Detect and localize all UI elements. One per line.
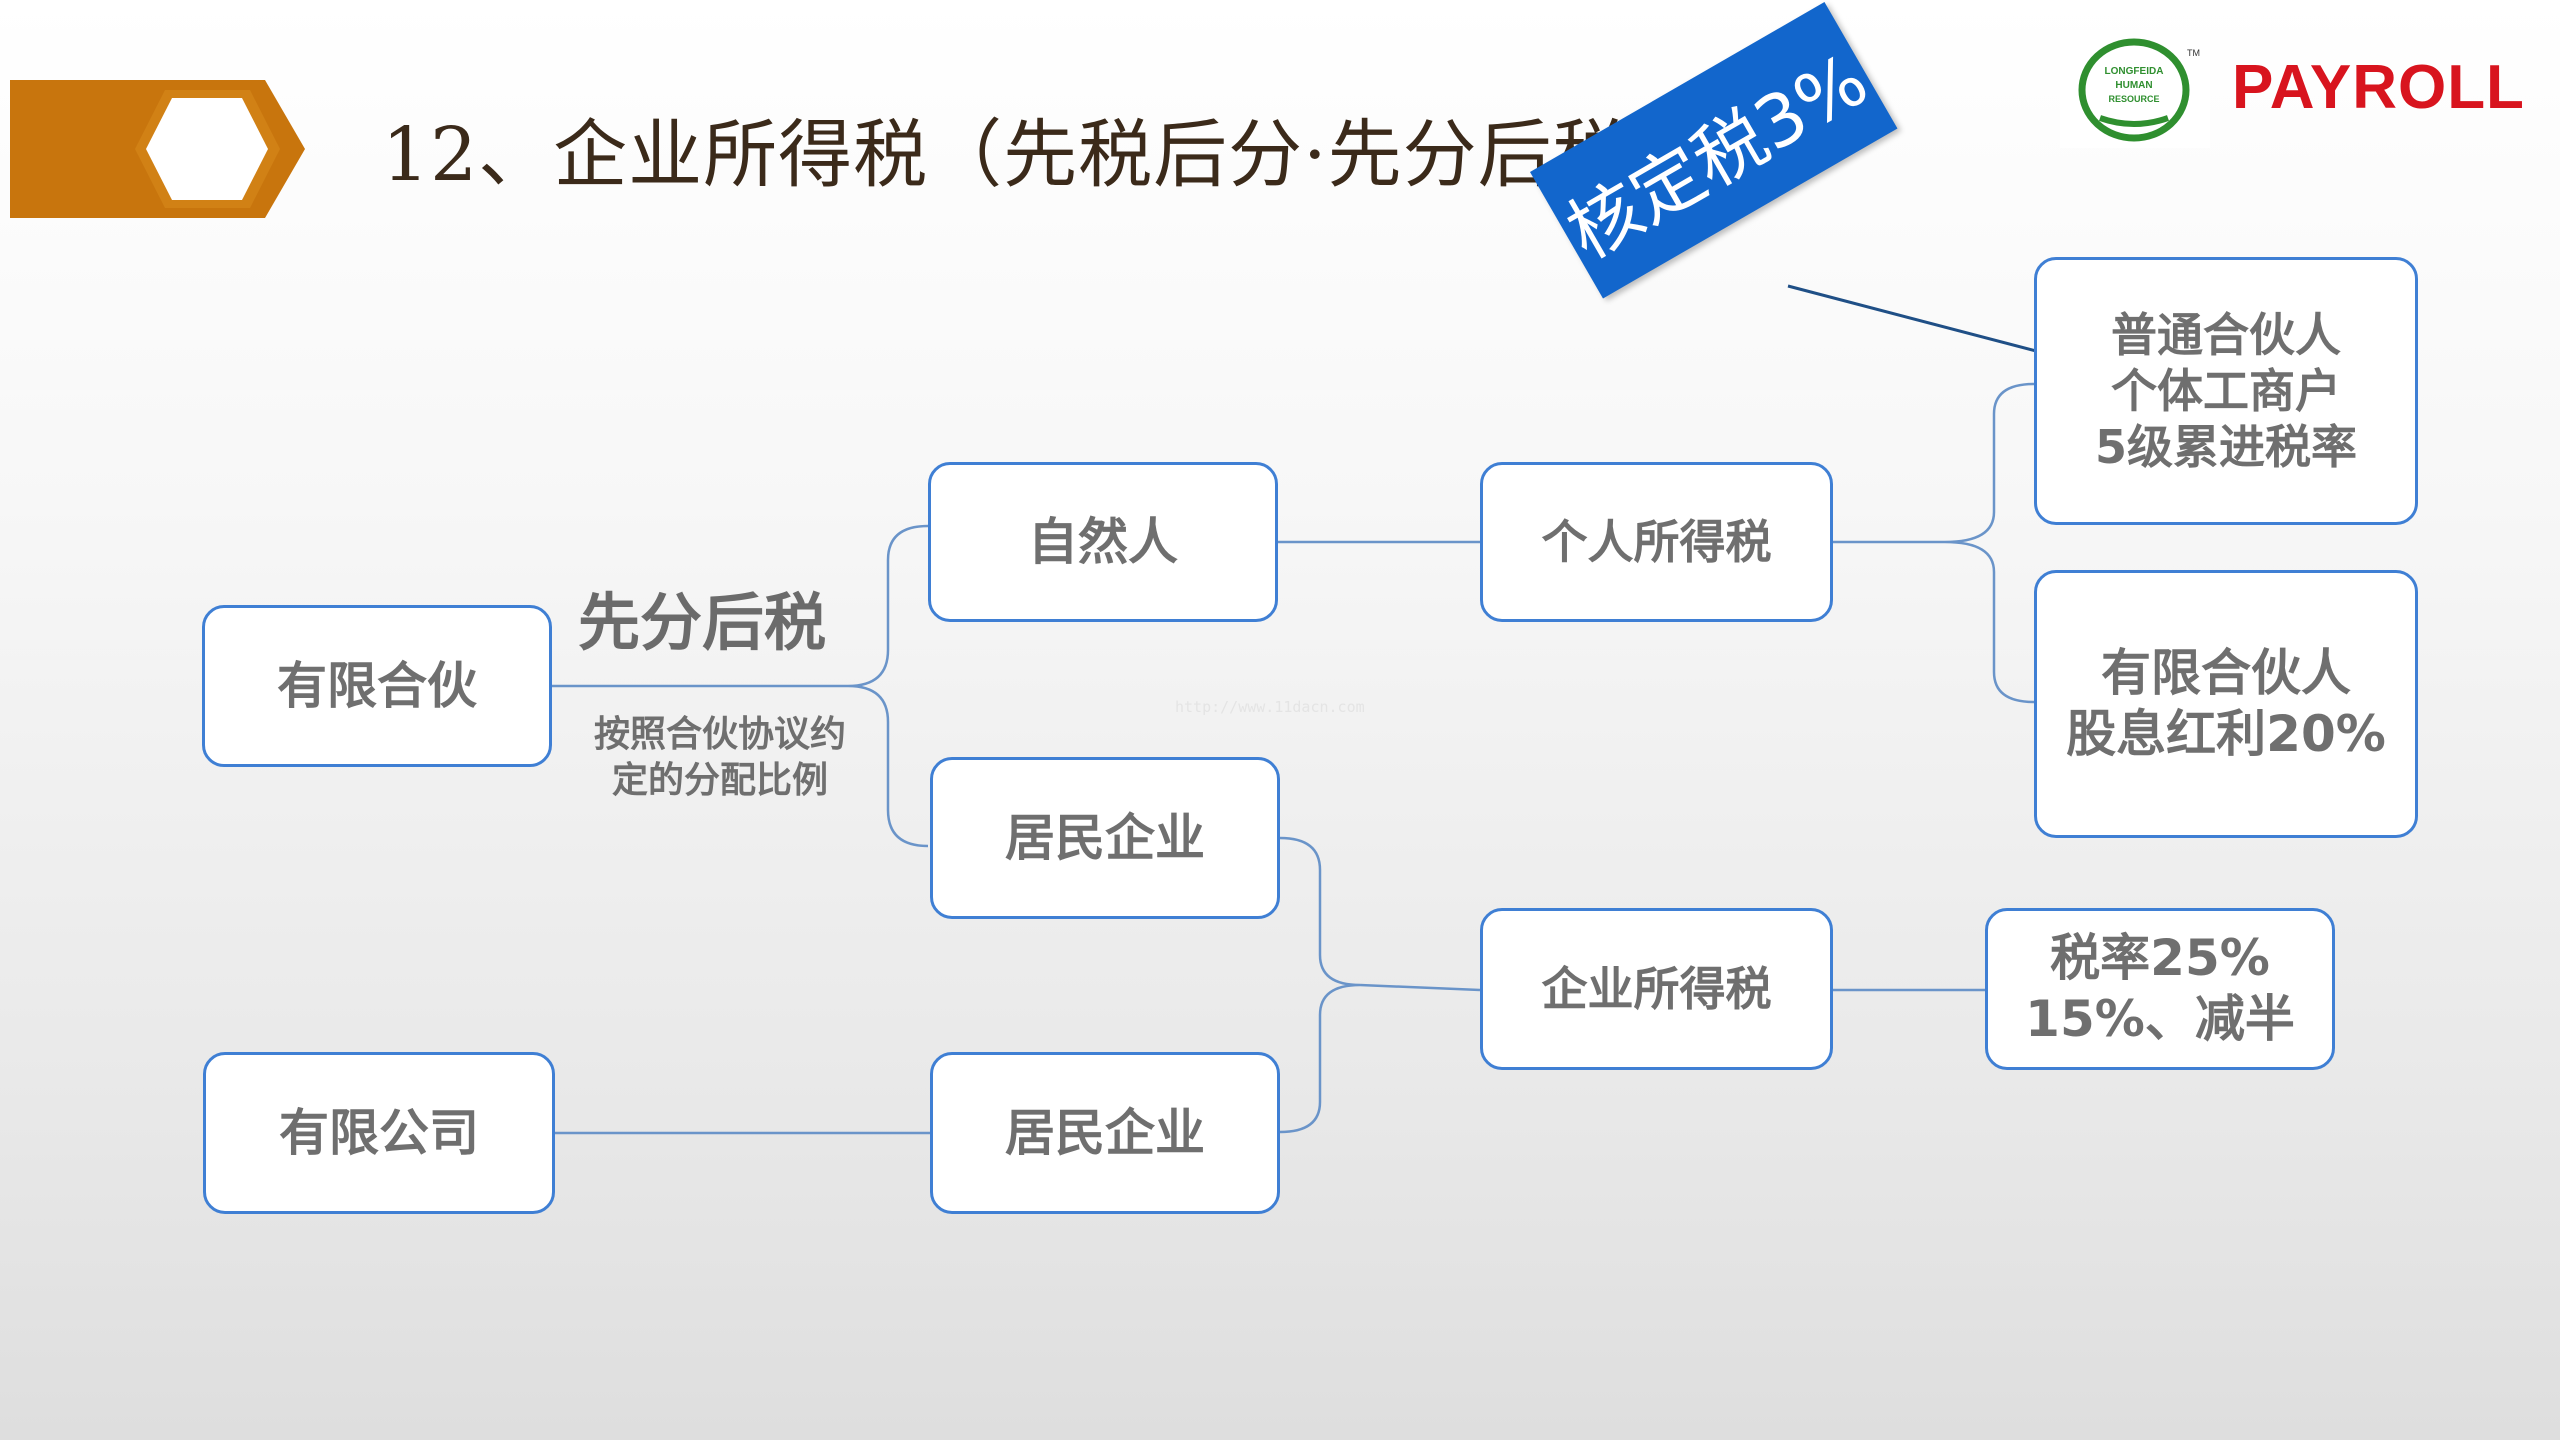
bracket-income-tax — [1944, 382, 2035, 704]
node-resident-enterprise-1: 居民企业 — [930, 757, 1280, 919]
node-tax-rate-label: 税率25% 15%、减半 — [2025, 929, 2295, 1048]
node-corporate-tax: 企业所得税 — [1480, 908, 1833, 1070]
bracket-resident — [1279, 836, 1361, 1134]
node-partnership: 有限合伙 — [202, 605, 552, 767]
svg-text:HUMAN: HUMAN — [2115, 80, 2152, 91]
page-title: 12、企业所得税（先税后分·先分后税） — [382, 112, 1703, 198]
node-resident-enterprise-2-label: 居民企业 — [1005, 1103, 1205, 1162]
node-resident-enterprise-1-label: 居民企业 — [1005, 808, 1205, 867]
svg-text:TM: TM — [2187, 48, 2200, 58]
bracket-partnership — [847, 524, 929, 848]
node-general-partner: 普通合伙人 个体工商户 5级累进税率 — [2034, 257, 2418, 525]
hexagon-icon — [146, 98, 268, 200]
tag-pointer-line — [1787, 284, 2041, 354]
node-individual-tax-label: 个人所得税 — [1541, 514, 1772, 569]
annotation-sub: 按照合伙协议约 定的分配比例 — [593, 714, 846, 802]
svg-text:RESOURCE: RESOURCE — [2108, 94, 2159, 104]
node-corporate-tax-label: 企业所得税 — [1541, 961, 1772, 1016]
node-natural-person-label: 自然人 — [1028, 512, 1178, 571]
connector-resident-to-corp — [1359, 983, 1481, 992]
node-limited-company: 有限公司 — [203, 1052, 555, 1214]
node-general-partner-label: 普通合伙人 个体工商户 5级累进税率 — [2094, 307, 2357, 475]
node-tax-rate: 税率25% 15%、减半 — [1985, 908, 2335, 1070]
logo-ring-icon — [2078, 38, 2190, 142]
svg-text:LONGFEIDA: LONGFEIDA — [2105, 66, 2164, 77]
node-individual-tax: 个人所得税 — [1480, 462, 1833, 622]
annotation-main: 先分后税 — [578, 586, 827, 659]
node-partnership-label: 有限合伙 — [277, 656, 477, 715]
watermark-url: http://www.11dacn.com — [1175, 698, 1365, 716]
node-limited-company-label: 有限公司 — [279, 1103, 479, 1162]
brand-payroll: PAYROLL — [2232, 53, 2525, 122]
node-resident-enterprise-2: 居民企业 — [930, 1052, 1280, 1214]
company-logo: LONGFEIDA HUMAN RESOURCE TM — [2060, 30, 2210, 148]
node-natural-person: 自然人 — [928, 462, 1278, 622]
node-limited-partner-label: 有限合伙人 股息红利20% — [2066, 644, 2386, 763]
title-accent-band — [10, 80, 305, 218]
node-limited-partner: 有限合伙人 股息红利20% — [2034, 570, 2418, 838]
